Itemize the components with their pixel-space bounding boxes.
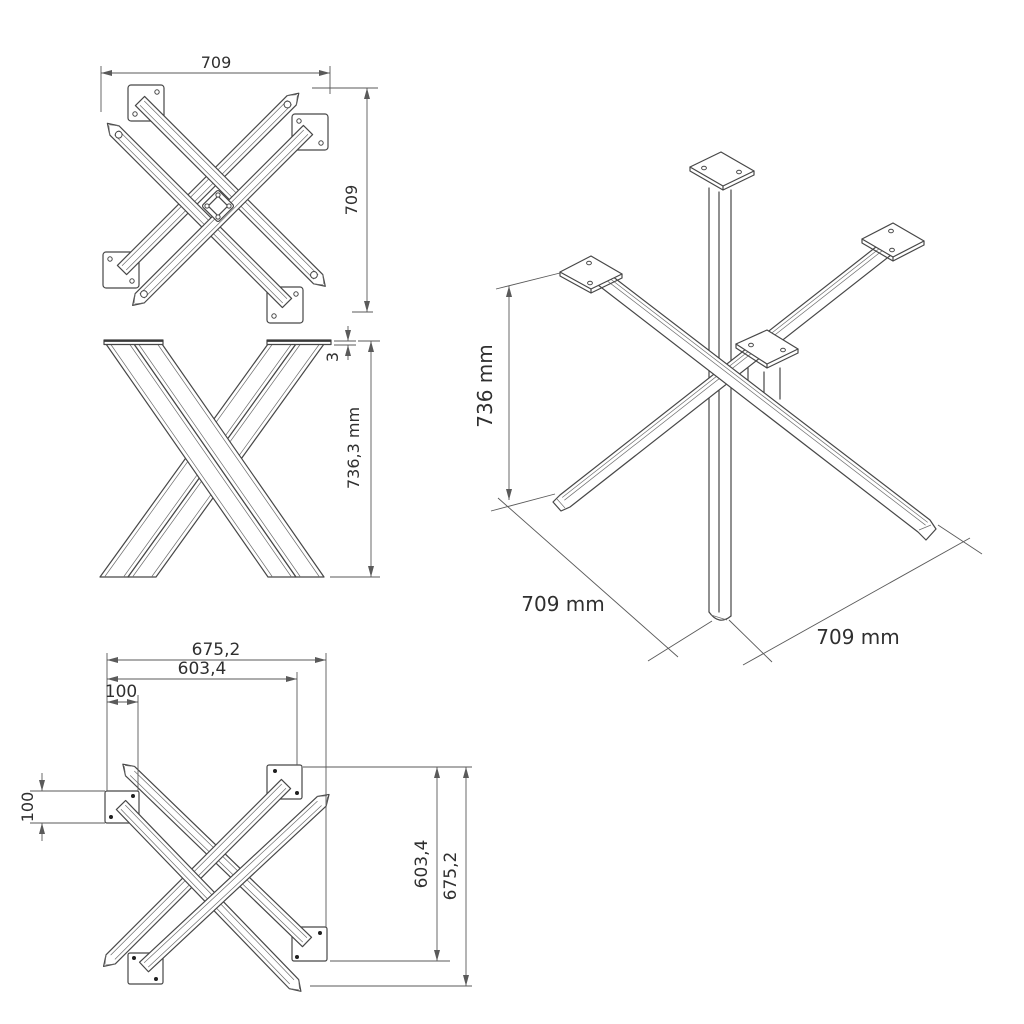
bottom-view-plate-span-v-dim-label: 603,4 xyxy=(412,840,432,889)
iso-height-dim-label: 736 mm xyxy=(473,344,497,428)
top-view: 709 709 xyxy=(100,53,378,324)
front-view: 3 736,3 mm xyxy=(99,326,380,578)
bottom-view-outer-height-dim-label: 675,2 xyxy=(441,852,461,901)
bottom-view-plate-span-dim-label: 603,4 xyxy=(178,659,227,679)
front-view-dimensions: 3 736,3 mm xyxy=(323,326,380,578)
front-view-height-dim-label: 736,3 mm xyxy=(344,407,363,489)
iso-top-plates xyxy=(559,151,925,294)
front-view-legs xyxy=(99,343,325,578)
iso-width-dim-label: 709 mm xyxy=(816,625,900,649)
top-view-height-dim-label: 709 xyxy=(342,185,361,216)
bottom-view-outer-width-dim-label: 675,2 xyxy=(192,640,241,660)
isometric-view-dimensions: 736 mm 709 mm 709 mm xyxy=(473,272,983,666)
iso-depth-dim-label: 709 mm xyxy=(521,592,605,616)
bottom-view-floor-plates xyxy=(104,764,328,985)
front-view-plate-thickness-dim-label: 3 xyxy=(323,352,342,362)
top-view-center-connector xyxy=(201,189,235,223)
top-view-dimensions: 709 709 xyxy=(100,53,378,313)
bottom-view-plate-size-dim-label: 100 xyxy=(18,792,37,823)
top-view-width-dim-label: 709 xyxy=(201,53,232,72)
isometric-view: 736 mm 709 mm 709 mm xyxy=(473,151,983,666)
bottom-view-plate-offset-dim-label: 100 xyxy=(105,682,137,702)
bottom-view-legs xyxy=(102,763,330,992)
iso-leg-upper-left xyxy=(588,265,937,541)
bottom-view: 675,2 603,4 100 100 603,4 675,2 xyxy=(18,640,472,992)
front-view-top-plates xyxy=(103,339,332,346)
iso-front-leg-plate xyxy=(735,329,799,405)
bottom-view-dimensions: 675,2 603,4 100 100 603,4 675,2 xyxy=(18,640,472,987)
iso-back-leg xyxy=(708,187,732,621)
